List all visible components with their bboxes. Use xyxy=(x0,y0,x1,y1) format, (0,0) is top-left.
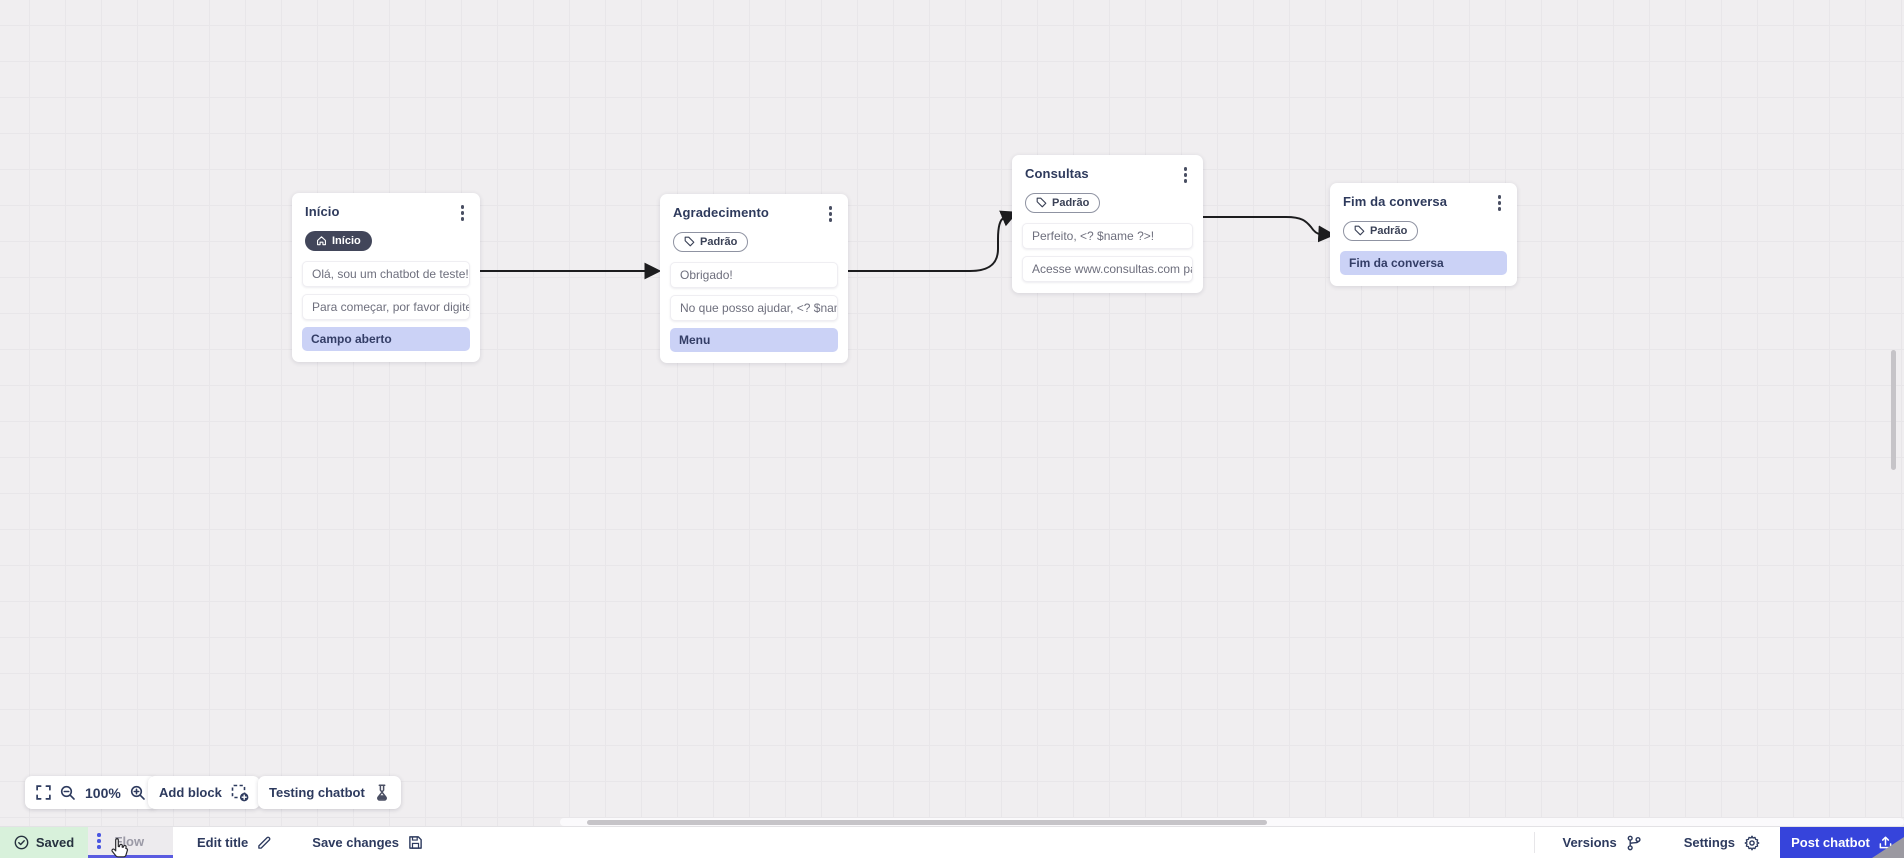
flask-icon xyxy=(376,784,387,801)
add-block-icon xyxy=(231,784,249,801)
flow-node-agradecimento[interactable]: Agradecimento Padrão Obrigado! No que po… xyxy=(660,194,848,363)
input-block[interactable]: Menu xyxy=(670,327,838,352)
kebab-vertical-icon[interactable] xyxy=(1181,166,1191,184)
kebab-vertical-icon[interactable] xyxy=(826,205,836,223)
zoom-toolbar: 100% xyxy=(25,776,157,809)
settings-button[interactable]: Settings xyxy=(1684,827,1760,858)
node-title: Fim da conversa xyxy=(1343,194,1448,209)
statusbar-divider xyxy=(1533,832,1535,853)
message-block[interactable]: Perfeito, <? $name ?>! xyxy=(1022,222,1193,249)
node-title: Agradecimento xyxy=(673,205,769,220)
start-badge[interactable]: Início xyxy=(305,230,372,251)
versions-button[interactable]: Versions xyxy=(1563,827,1642,858)
tag-icon xyxy=(684,236,695,247)
status-bar: Saved Flow Edit title Save changes Versi… xyxy=(0,826,1904,858)
check-circle-icon xyxy=(14,835,29,850)
floppy-icon xyxy=(409,836,422,849)
message-block[interactable]: Acesse www.consultas.com par... xyxy=(1022,255,1193,282)
node-header: Fim da conversa xyxy=(1340,194,1507,212)
input-block[interactable]: Campo aberto xyxy=(302,326,470,351)
save-changes-button[interactable]: Save changes xyxy=(312,827,423,858)
message-block[interactable]: No que posso ajudar, <? $name ... xyxy=(670,294,838,321)
fullscreen-icon[interactable] xyxy=(36,785,51,800)
zoom-level: 100% xyxy=(85,784,121,801)
node-title: Consultas xyxy=(1025,166,1089,181)
testing-chatbot-button[interactable]: Testing chatbot xyxy=(258,776,401,809)
flow-node-fim[interactable]: Fim da conversa Padrão Fim da conversa xyxy=(1330,183,1517,286)
home-icon xyxy=(317,236,326,246)
kebab-vertical-icon[interactable] xyxy=(458,204,468,222)
vertical-scrollbar-thumb[interactable] xyxy=(1891,350,1896,470)
connector-lines xyxy=(479,210,1336,280)
post-chatbot-button[interactable]: Post chatbot xyxy=(1780,827,1904,858)
tag-pill[interactable]: Padrão xyxy=(1025,192,1101,213)
pencil-icon xyxy=(258,836,271,849)
zoom-out-icon[interactable] xyxy=(60,785,76,801)
tag-icon xyxy=(1036,197,1047,208)
git-branch-icon xyxy=(1627,835,1641,850)
message-block[interactable]: Para começar, por favor digite o ... xyxy=(302,293,470,320)
tag-icon xyxy=(1354,225,1365,236)
saved-status-badge: Saved xyxy=(0,827,88,858)
tag-pill[interactable]: Padrão xyxy=(673,231,749,252)
kebab-vertical-icon[interactable] xyxy=(1495,194,1505,212)
tag-pill[interactable]: Padrão xyxy=(1343,220,1419,241)
horizontal-scrollbar-thumb[interactable] xyxy=(587,820,1267,825)
flow-node-inicio[interactable]: Início Início Olá, sou um chatbot de tes… xyxy=(292,193,480,362)
flow-canvas[interactable]: Início Início Olá, sou um chatbot de tes… xyxy=(0,0,1904,826)
gear-icon xyxy=(1744,835,1760,850)
statusbar-spacer xyxy=(423,827,1534,858)
flow-node-consultas[interactable]: Consultas Padrão Perfeito, <? $name ?>! … xyxy=(1012,155,1203,293)
tab-flow-label: Flow xyxy=(114,833,145,849)
tab-flow[interactable]: Flow xyxy=(88,827,173,858)
node-title: Início xyxy=(305,204,340,219)
zoom-in-icon[interactable] xyxy=(130,785,146,801)
input-block[interactable]: Fim da conversa xyxy=(1340,250,1507,275)
connector-consultas-fim xyxy=(1202,216,1336,243)
flow-menu-kebab-icon[interactable] xyxy=(97,833,101,849)
message-block[interactable]: Obrigado! xyxy=(670,261,838,288)
node-header: Consultas xyxy=(1022,166,1193,184)
node-header: Agradecimento xyxy=(670,205,838,223)
node-header: Início xyxy=(302,204,470,222)
window-corner-fold xyxy=(1872,837,1904,858)
connector-agradecimento-consultas xyxy=(847,210,1019,272)
message-block[interactable]: Olá, sou um chatbot de teste! xyxy=(302,260,470,287)
edit-title-button[interactable]: Edit title xyxy=(197,827,272,858)
add-block-button[interactable]: Add block xyxy=(148,776,260,809)
